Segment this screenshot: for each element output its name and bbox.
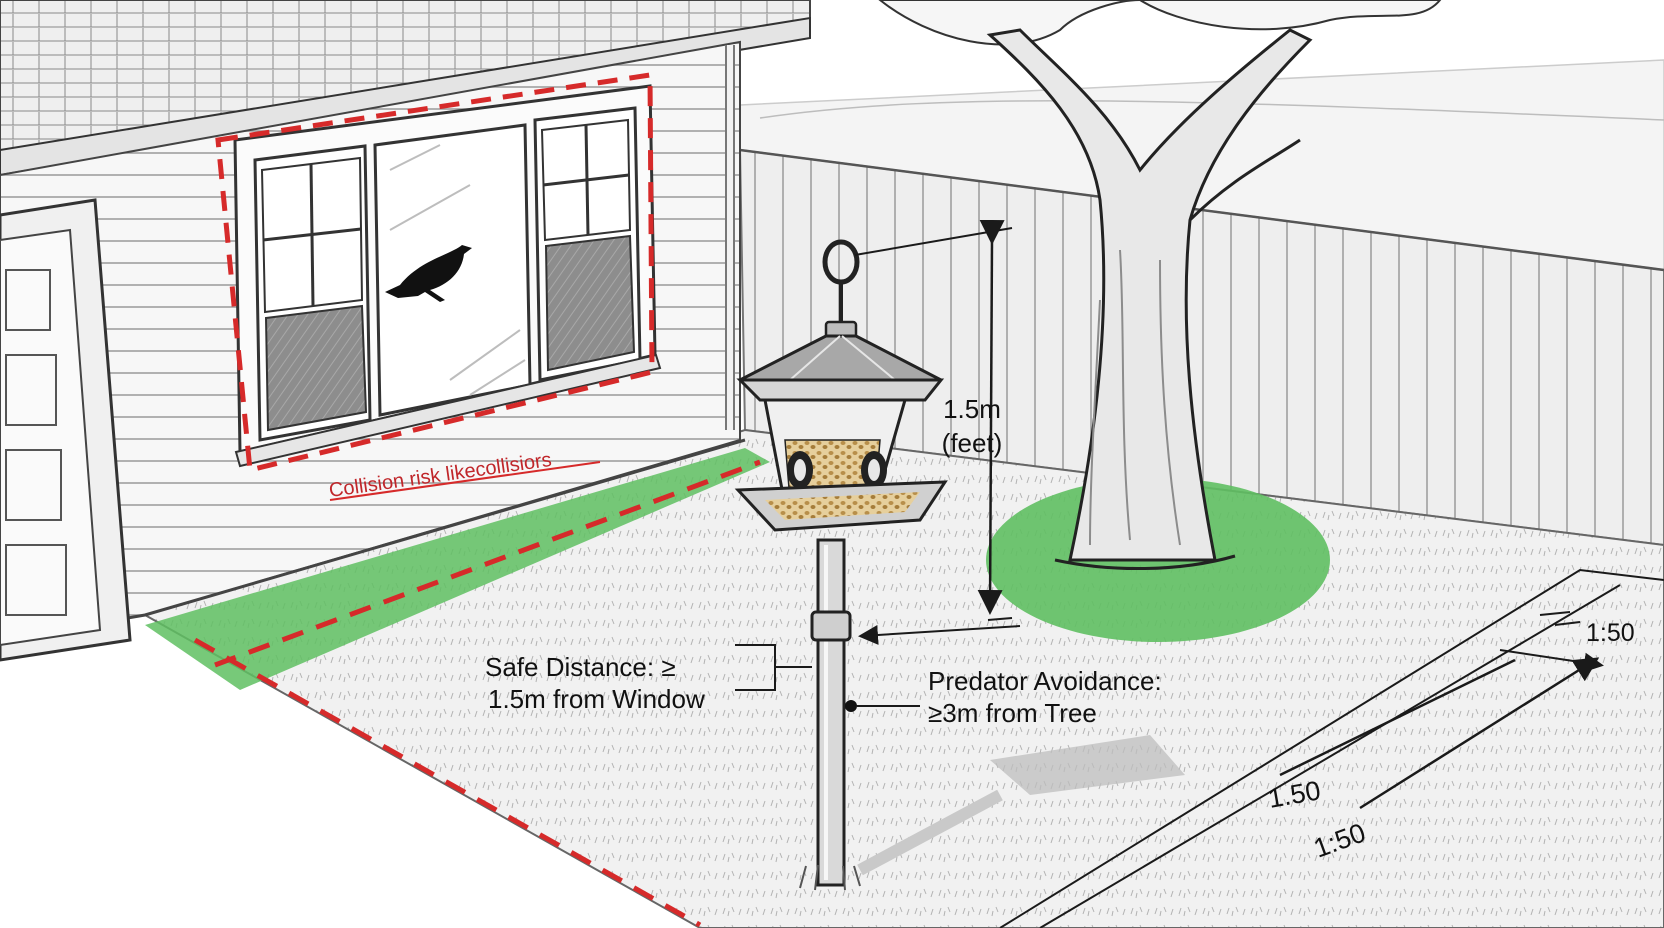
feeder-shadow	[857, 735, 1185, 876]
predator-avoidance-label: Predator Avoidance:	[928, 666, 1162, 696]
bird-feeder	[734, 239, 948, 532]
height-value-label: 1.5m	[943, 394, 1001, 424]
feeder-pole	[799, 538, 861, 891]
scale-ticks	[1539, 611, 1581, 626]
collision-risk-underline	[329, 461, 601, 501]
scale-label-right: 1:50	[1586, 619, 1635, 647]
window-distance-boundary	[214, 459, 761, 668]
tree	[878, 0, 1442, 571]
safe-distance-label-2: 1.5m from Window	[488, 684, 705, 714]
height-dimension	[854, 219, 1013, 621]
garage-door	[0, 198, 132, 662]
predator-avoidance-label-2: ≥3m from Tree	[928, 698, 1097, 728]
bird-silhouette-icon	[385, 245, 472, 302]
collision-risk-outline	[215, 72, 655, 474]
tree-distance-arrow	[858, 625, 1021, 645]
scale-line-bottom	[1279, 658, 1516, 777]
safe-distance-leader	[735, 644, 812, 691]
safe-distance-label: Safe Distance: ≥	[485, 652, 676, 682]
window-buffer-zone	[145, 448, 770, 690]
scale-line-bottom-2	[1359, 657, 1600, 810]
height-unit-label: (feet)	[942, 428, 1003, 458]
window-distance-boundary-side	[193, 637, 702, 928]
back-fence	[738, 148, 1664, 547]
